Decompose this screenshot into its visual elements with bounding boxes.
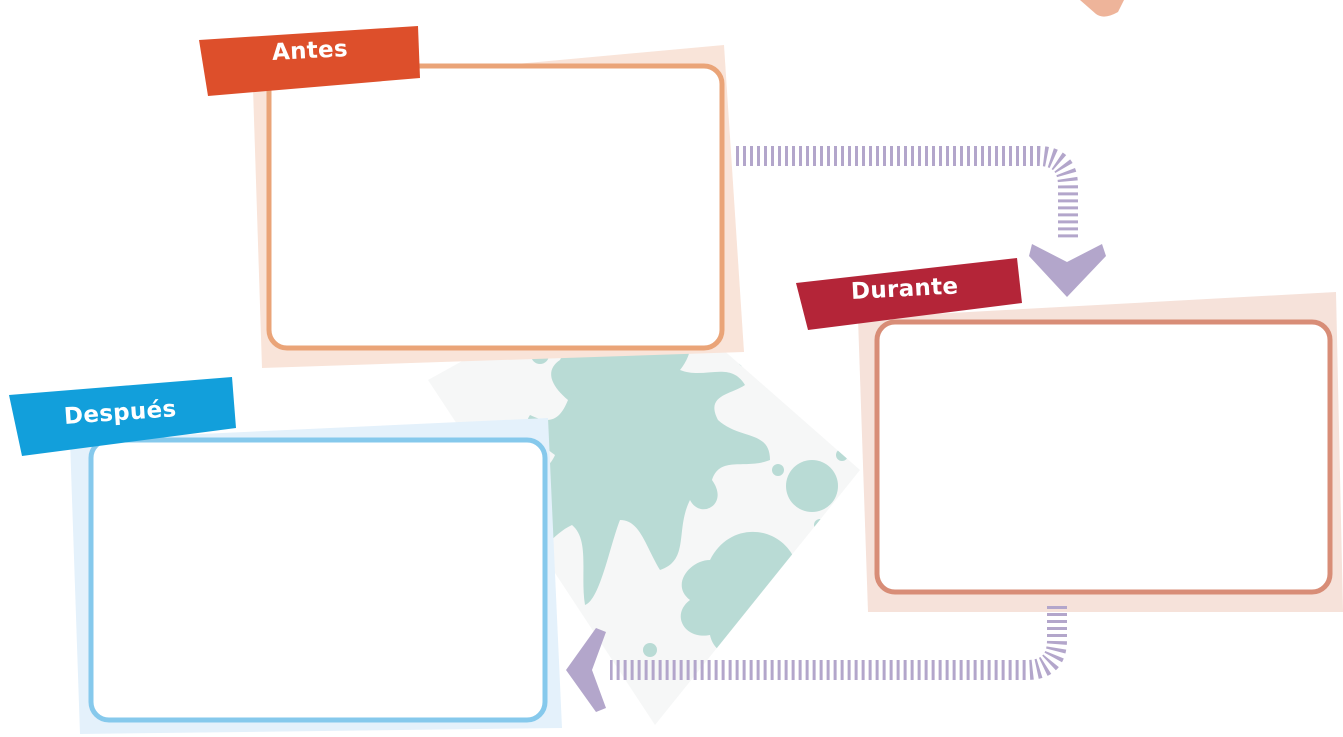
corner-decoration bbox=[1080, 0, 1124, 17]
arrowhead-left-icon bbox=[566, 628, 606, 712]
stage-despues bbox=[9, 377, 562, 734]
stage-durante-frame bbox=[877, 322, 1330, 592]
arrowhead-down-icon bbox=[1029, 244, 1106, 297]
stage-antes-frame bbox=[269, 66, 722, 348]
stage-antes-label: Antes bbox=[271, 36, 348, 66]
stage-antes bbox=[199, 26, 744, 368]
stage-despues-frame bbox=[91, 440, 545, 720]
stage-durante bbox=[796, 258, 1343, 612]
dashed-arrow-down-icon bbox=[736, 156, 1068, 240]
